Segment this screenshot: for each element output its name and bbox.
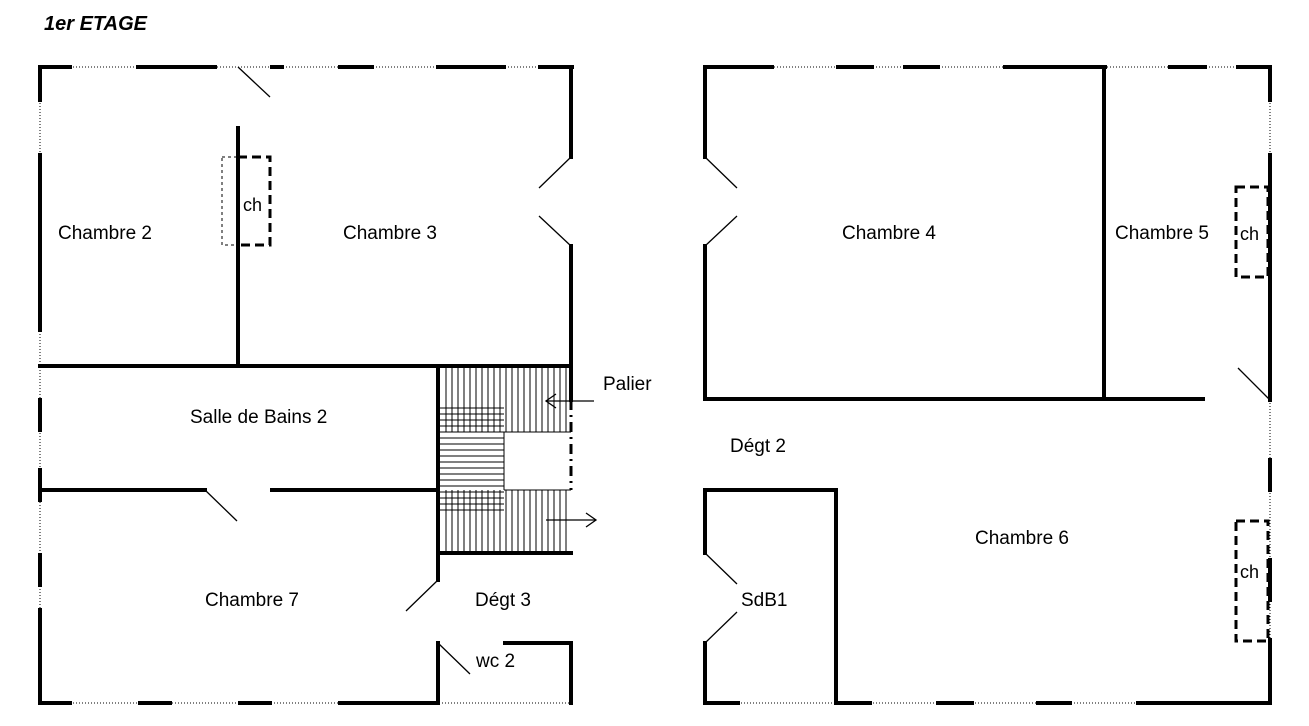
room-label-salle-de-bains-2: Salle de Bains 2	[190, 407, 327, 428]
room-label-chambre-5: Chambre 5	[1115, 223, 1209, 244]
room-label-sdb1: SdB1	[741, 590, 787, 611]
chimney-box-3	[1234, 519, 1270, 643]
room-label-degt-3: Dégt 3	[475, 590, 531, 611]
chimney-label-3: ch	[1240, 562, 1259, 582]
chimney-box-1	[236, 155, 272, 247]
room-label-palier: Palier	[603, 374, 652, 395]
floor-title: 1er ETAGE	[44, 13, 148, 35]
arrow-up-icon	[546, 512, 598, 528]
chimneys: ch ch ch	[221, 155, 1270, 643]
room-label-chambre-6: Chambre 6	[975, 528, 1069, 549]
room-label-chambre-2: Chambre 2	[58, 223, 152, 244]
arrow-down-icon	[544, 393, 594, 409]
chimney-box-2	[1234, 185, 1270, 279]
doors	[204, 66, 1271, 675]
room-label-wc-2: wc 2	[475, 651, 515, 672]
room-label-chambre-3: Chambre 3	[343, 223, 437, 244]
room-label-degt-2: Dégt 2	[730, 436, 786, 457]
room-label-chambre-7: Chambre 7	[205, 590, 299, 611]
chimney-label-1: ch	[243, 195, 262, 215]
room-label-chambre-4: Chambre 4	[842, 223, 936, 244]
walls	[38, 65, 1272, 705]
room-labels: Chambre 2 Chambre 3 Chambre 4 Chambre 5 …	[58, 223, 1209, 672]
chimney-label-2: ch	[1240, 224, 1259, 244]
staircase	[440, 368, 598, 551]
